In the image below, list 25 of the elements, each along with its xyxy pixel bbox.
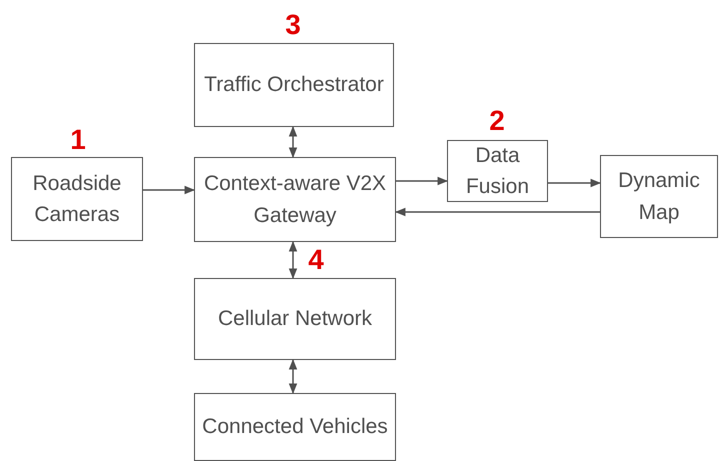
- arrow: [288, 126, 298, 158]
- process-box: [600, 155, 718, 238]
- callout-number: 1: [70, 124, 86, 156]
- node-label: Roadside Cameras: [32, 170, 122, 228]
- callout-number: 3: [285, 9, 301, 41]
- callout-number: 4: [308, 244, 324, 276]
- arrow: [288, 358, 298, 394]
- process-box: [194, 393, 396, 461]
- node-label: Cellular Network: [218, 306, 372, 332]
- process-box: [194, 43, 394, 127]
- callout-number: 2: [489, 105, 505, 137]
- node-label: Traffic Orchestrator: [204, 72, 384, 98]
- node-label: Context-aware V2X Gateway: [202, 171, 388, 228]
- arrow: [288, 240, 298, 280]
- process-box: [194, 278, 396, 360]
- process-box: [194, 157, 396, 242]
- node-label: Dynamic Map: [617, 168, 701, 226]
- node-label: Data Fusion: [464, 142, 530, 200]
- arrow: [143, 186, 196, 194]
- arrow: [548, 178, 602, 188]
- process-box: [447, 140, 548, 202]
- arrow: [394, 208, 600, 216]
- process-box: [11, 157, 143, 241]
- node-label: Connected Vehicles: [202, 414, 388, 440]
- arrow: [396, 176, 448, 186]
